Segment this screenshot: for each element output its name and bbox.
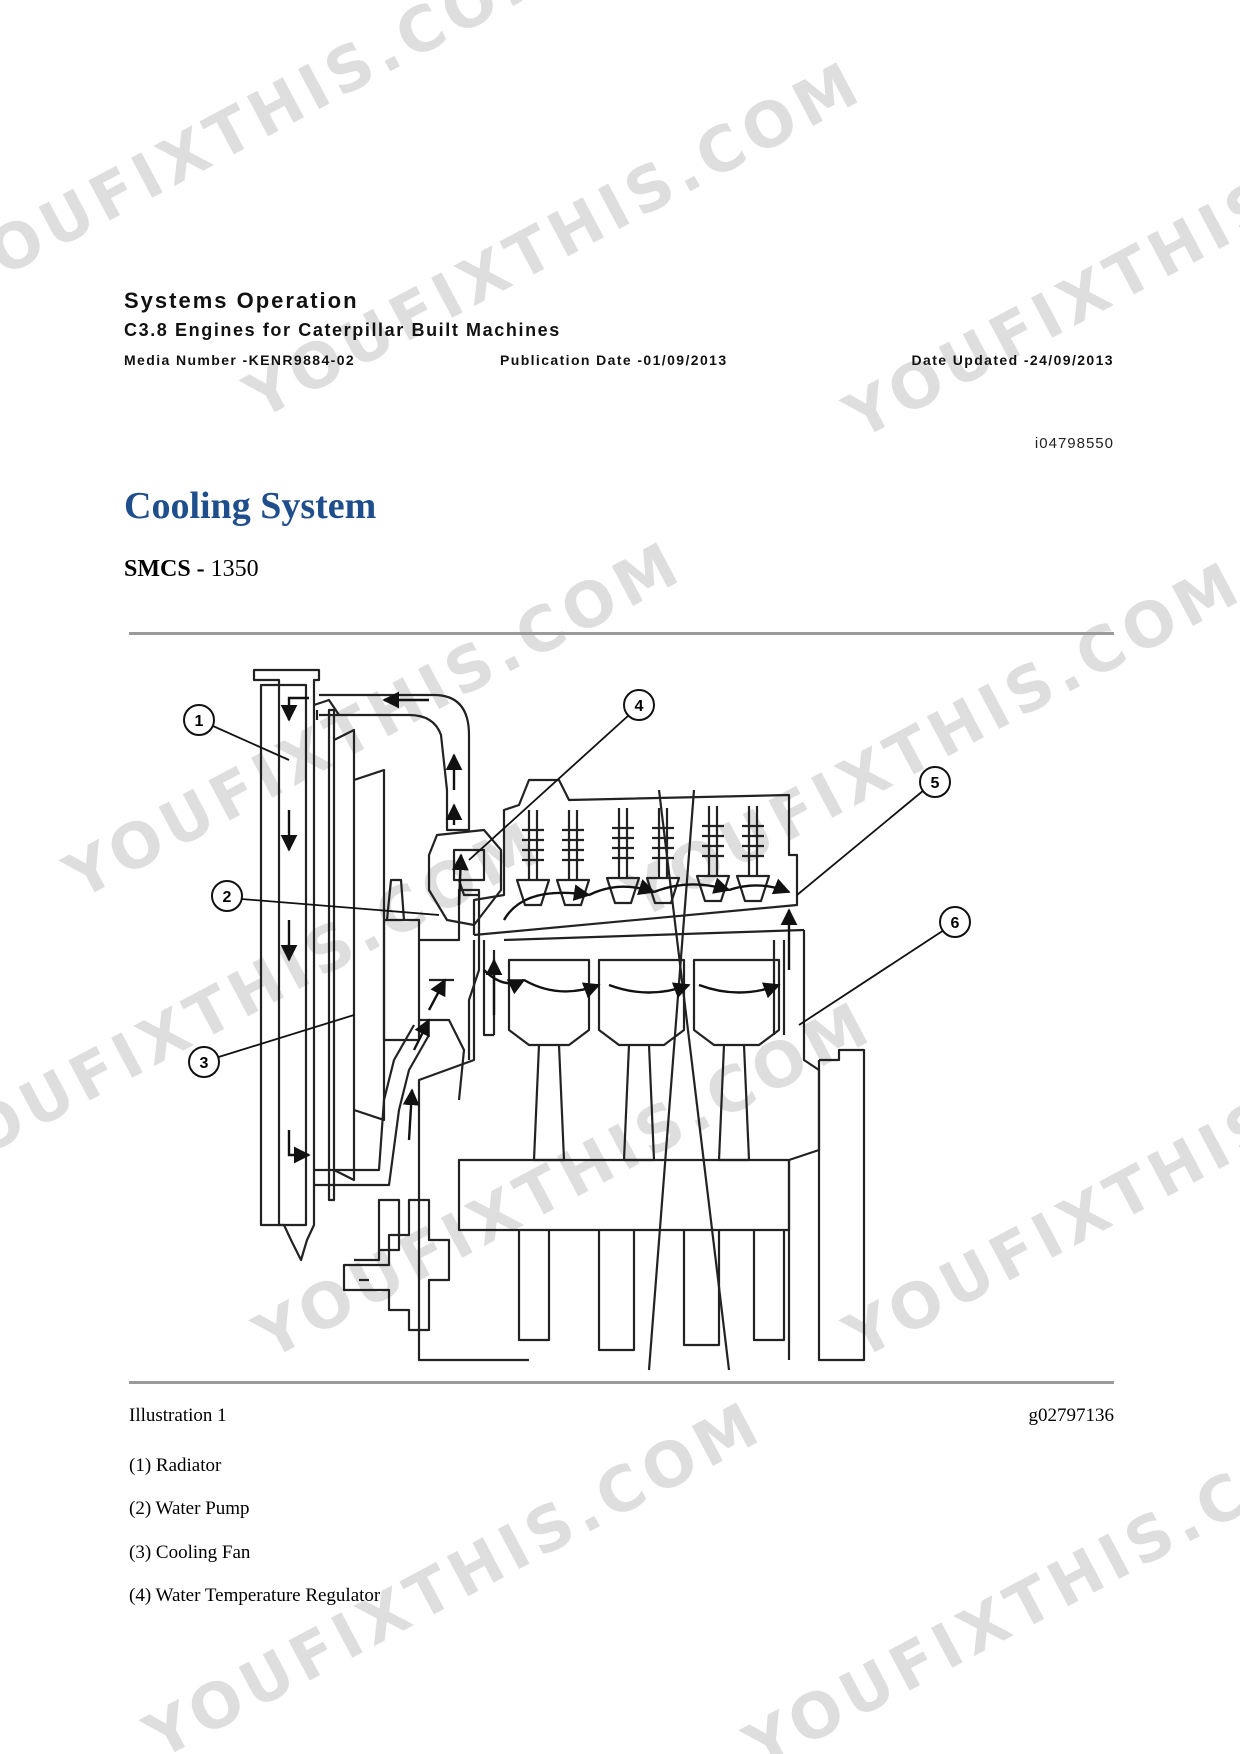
- callout-1: 1: [183, 704, 215, 736]
- radiator: [252, 668, 340, 1262]
- watermark-text: YOUFIXTHIS.COM: [0, 0, 575, 314]
- cylinder-block: [417, 930, 821, 1362]
- media-number: Media Number -KENR9884-02: [124, 352, 356, 368]
- lower-hose: [314, 1024, 430, 1282]
- pistons: [507, 958, 781, 1162]
- svg-text:5: 5: [931, 775, 940, 792]
- date-updated: Date Updated -24/09/2013: [911, 352, 1114, 368]
- figure-caption: Illustration 1: [129, 1405, 227, 1426]
- cylinder-head: [472, 778, 805, 942]
- legend-item: (2) Water Pump: [129, 1498, 250, 1519]
- smcs-code: SMCS - 1350: [124, 556, 259, 583]
- coolant-passage: [482, 940, 776, 1037]
- flywheel: [817, 1048, 866, 1362]
- svg-text:1: 1: [195, 713, 204, 730]
- legend-item: (3) Cooling Fan: [129, 1542, 251, 1563]
- coolant-flow-arrows: [280, 691, 798, 1164]
- svg-text:3: 3: [200, 1055, 209, 1072]
- svg-text:4: 4: [635, 698, 644, 715]
- upper-hose: [315, 693, 471, 832]
- callout-leaders: [203, 714, 945, 1061]
- legend-item: (4) Water Temperature Regulator: [129, 1585, 381, 1606]
- page-title: Cooling System: [124, 485, 377, 527]
- smcs-label: SMCS -: [124, 556, 205, 582]
- callout-4: 4: [623, 689, 655, 721]
- figure-top-rule: [129, 632, 1114, 635]
- document-id: i04798550: [1034, 435, 1114, 452]
- watermark-text: YOUFIXTHIS.COM: [132, 1386, 775, 1754]
- smcs-value: 1350: [210, 556, 259, 582]
- callout-6: 6: [939, 906, 971, 938]
- figure-bottom-rule: [129, 1381, 1114, 1384]
- svg-text:2: 2: [223, 889, 232, 906]
- crankshaft: [457, 1158, 791, 1352]
- doc-header-title: Systems Operation: [124, 288, 359, 313]
- callout-2: 2: [211, 880, 243, 912]
- cooling-fan: [327, 708, 421, 1202]
- legend-item: (1) Radiator: [129, 1455, 222, 1476]
- thermostat-housing: [427, 828, 503, 927]
- watermark-text: YOUFIXTHIS.COM: [232, 46, 875, 434]
- doc-header-subtitle: C3.8 Engines for Caterpillar Built Machi…: [124, 320, 561, 340]
- callout-3: 3: [188, 1046, 220, 1078]
- watermark-text: YOUFIXTHIS.COM: [832, 66, 1240, 454]
- crankshaft-pulley: [342, 1198, 451, 1332]
- cooling-system-diagram: 1 2 3 4 5 6: [183, 668, 971, 1371]
- figure-graphic-id: g02797136: [1028, 1405, 1115, 1426]
- svg-text:6: 6: [951, 915, 960, 932]
- publication-date: Publication Date -01/09/2013: [500, 352, 728, 368]
- callout-5: 5: [919, 766, 951, 798]
- watermark-text: YOUFIXTHIS.COM: [732, 1396, 1240, 1754]
